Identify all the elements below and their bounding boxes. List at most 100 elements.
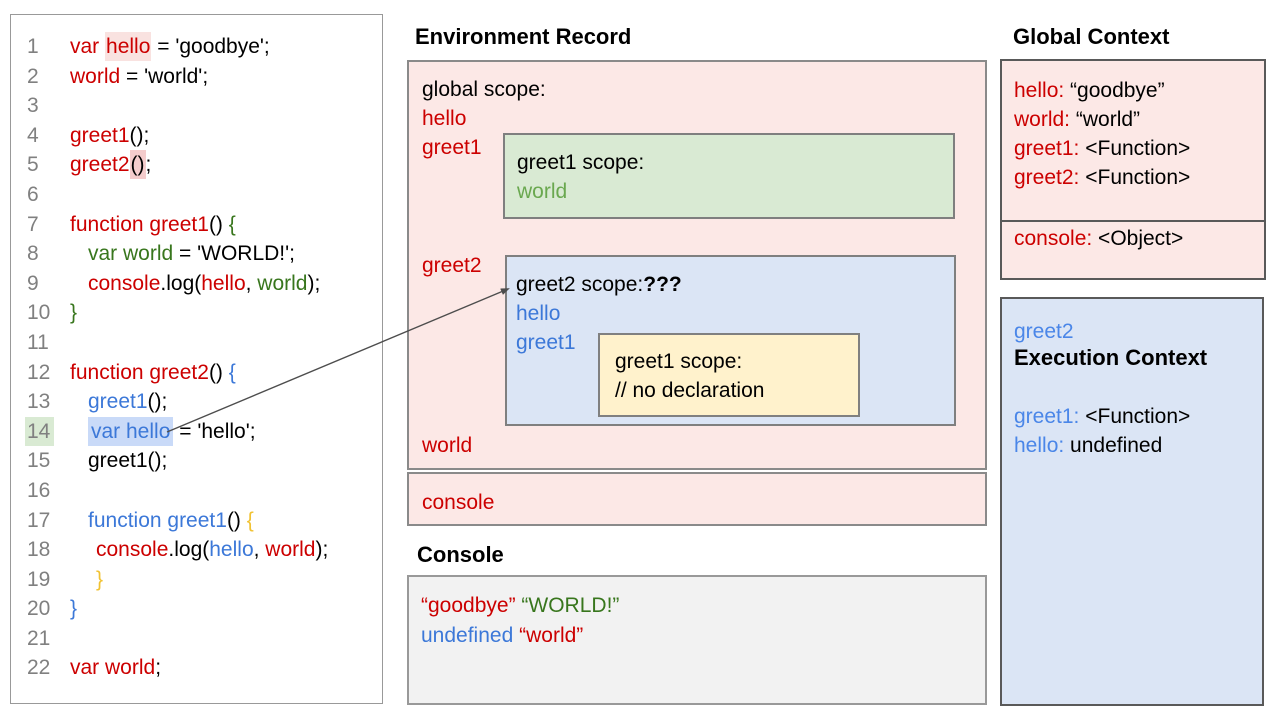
code-line: 12 function greet2() { (11, 358, 382, 388)
greet2-scope-unknown: ??? (643, 273, 682, 296)
code-text: } (96, 567, 104, 591)
line-number: 3 (27, 94, 39, 118)
line-number: 11 (27, 330, 49, 354)
global-context-title: Global Context (1013, 24, 1170, 49)
execution-context-name: greet2 (1014, 320, 1074, 343)
code-line: 20} (11, 594, 382, 624)
line-number: 13 (27, 390, 51, 414)
code-line: 16 (11, 476, 382, 506)
environment-record-title: Environment Record (415, 24, 632, 49)
code-line: 10} (11, 298, 382, 328)
global-context-row: world: “world” (1014, 108, 1141, 131)
global-var-greet2: greet2 (422, 254, 482, 277)
greet2-scope-box: greet2 scope:??? hello greet1 greet1 sco… (505, 255, 956, 426)
code-line: 9 console.log(hello, world); (11, 269, 382, 299)
code-line: 2 world = 'world'; (11, 62, 382, 92)
code-text: function greet2() { (70, 360, 236, 384)
code-panel: 1 var hello = 'goodbye'; 2 world = 'world';… (10, 14, 383, 704)
line-number: 6 (27, 182, 39, 206)
line-number: 7 (27, 212, 39, 236)
global-context-rows: hello: “goodbye” world: “world” greet1: <F… (1002, 61, 1264, 222)
line-number: 14 (11, 416, 61, 447)
code-text: } (70, 301, 78, 325)
code-text: function greet1() { (70, 212, 236, 236)
console-title: Console (417, 542, 504, 567)
global-context-box: hello: “goodbye” world: “world” greet1: <F… (1000, 59, 1266, 280)
global-var-greet1: greet1 (422, 136, 482, 159)
global-context-row: greet2: <Function> (1014, 166, 1191, 189)
code-text: greet1(); (70, 123, 150, 147)
code-text: var hello = 'hello'; (88, 416, 256, 446)
code-text: var world; (70, 656, 162, 680)
console-output: “goodbye” “WORLD!” undefined “world” (409, 577, 985, 651)
code-text: world = 'world'; (70, 64, 209, 88)
line-number: 17 (27, 508, 51, 532)
global-var-hello: hello (422, 107, 467, 130)
code-text: } (70, 597, 78, 621)
code-line: 4 greet1(); (11, 121, 382, 151)
line-number: 12 (27, 360, 51, 384)
line-number: 5 (27, 153, 39, 177)
greet2-scope-var-hello: hello (516, 302, 561, 325)
code-text: console.log(hello, world); (88, 271, 321, 295)
line-number: 15 (27, 449, 51, 473)
global-scope-label: global scope: (422, 78, 546, 101)
code-line: 6 (11, 180, 382, 210)
greet2-scope-var-greet1: greet1 (516, 331, 576, 354)
execution-context-row: greet1: <Function> (1014, 405, 1191, 428)
console-line: “goodbye” “WORLD!” (421, 594, 620, 617)
environment-record-box: global scope: hello greet1 greet2 world … (407, 60, 987, 470)
code-line: 19} (11, 565, 382, 595)
code-line: 13 greet1(); (11, 387, 382, 417)
environment-record-console-box: console (407, 472, 987, 526)
global-var-console: console (422, 491, 495, 514)
greet1-scope-label: greet1 scope: (517, 151, 645, 174)
console-value: <Object> (1092, 227, 1184, 250)
console-line: undefined “world” (421, 624, 584, 647)
execution-context-rows: greet1: <Function> hello: undefined (1014, 402, 1190, 460)
code-text: var hello = 'goodbye'; (70, 32, 270, 61)
code-text: function greet1() { (88, 508, 254, 532)
line-number: 2 (27, 64, 39, 88)
greet1-scope-var-world: world (517, 180, 568, 203)
code-line: 17 function greet1() { (11, 506, 382, 536)
console-key: console: (1014, 227, 1093, 250)
line-number: 22 (27, 656, 51, 680)
code-text: console.log(hello, world); (96, 538, 329, 562)
code-line: 7 function greet1() { (11, 210, 382, 240)
inner-greet1-scope-comment: // no declaration (615, 379, 765, 402)
code-text: var world = 'WORLD!'; (88, 242, 295, 266)
line-number: 1 (27, 35, 39, 58)
code-lines: 1 var hello = 'goodbye'; 2 world = 'world';… (11, 32, 382, 683)
code-line: 5 greet2(); (11, 150, 382, 180)
line-number: 16 (27, 478, 51, 502)
code-line: 22 var world; (11, 653, 382, 683)
greet2-scope-label: greet2 scope: (516, 273, 644, 296)
line-number: 21 (27, 626, 51, 650)
line-number: 9 (27, 271, 39, 295)
code-text: greet1(); (88, 390, 168, 414)
inner-greet1-scope-label: greet1 scope: (615, 350, 743, 373)
code-line: 21 (11, 624, 382, 654)
global-context-row: greet1: <Function> (1014, 137, 1191, 160)
global-var-world: world (422, 434, 473, 457)
execution-context-box: greet2 Execution Context greet1: <Functi… (1000, 297, 1264, 706)
execution-context-row: hello: undefined (1014, 434, 1163, 457)
line-number: 20 (27, 597, 51, 621)
code-line: 15 greet1(); (11, 446, 382, 476)
line-number: 10 (27, 301, 51, 325)
code-text: greet1(); (88, 449, 168, 473)
line-number: 19 (27, 567, 51, 591)
code-text: greet2(); (70, 150, 151, 180)
line-number: 8 (27, 242, 39, 266)
line-number: 4 (27, 123, 39, 147)
global-context-row: hello: “goodbye” (1014, 79, 1165, 102)
global-context-console-row: console: <Object> (1014, 224, 1183, 253)
code-line: 14 var hello = 'hello'; (11, 416, 382, 447)
console-box: “goodbye” “WORLD!” undefined “world” (407, 575, 987, 705)
execution-context-title: Execution Context (1014, 345, 1208, 370)
greet1-inner-scope-box: greet1 scope: // no declaration (598, 333, 860, 417)
code-line: 11 (11, 328, 382, 358)
